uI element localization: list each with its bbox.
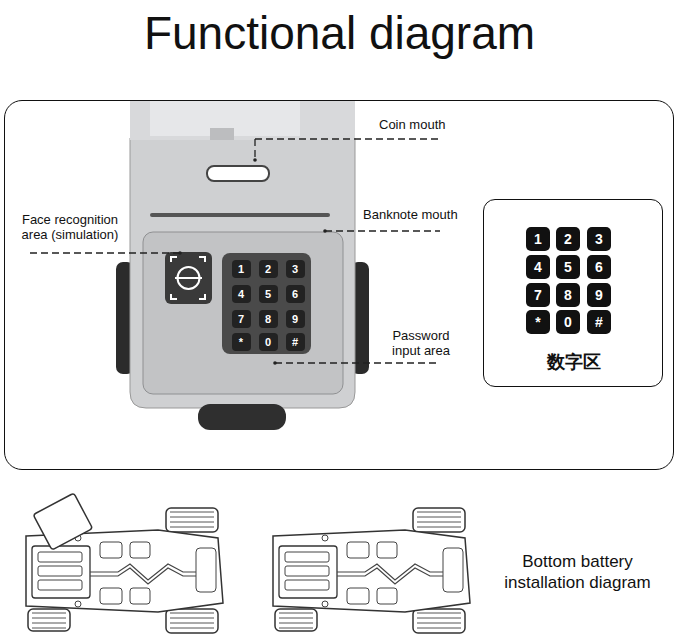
keypad-key: 0 [556, 310, 580, 334]
key-label: # [595, 314, 603, 330]
key-label: 0 [265, 336, 271, 348]
keypad-key: 6 [286, 285, 305, 303]
keypad-key: 9 [286, 310, 305, 328]
title: Functional diagram [0, 6, 679, 61]
keypad-key: 7 [526, 283, 550, 307]
keypad-key: 3 [286, 260, 305, 278]
key-label: 1 [534, 231, 542, 247]
key-label: 3 [595, 231, 603, 247]
keypad-key: 8 [556, 283, 580, 307]
key-label: 8 [265, 313, 271, 325]
key-label: # [292, 336, 298, 348]
keypad-key: 6 [587, 255, 611, 279]
keypad-key: 1 [526, 227, 550, 251]
key-label: 9 [595, 287, 603, 303]
keypad-key: 3 [587, 227, 611, 251]
key-label: 6 [595, 259, 603, 275]
frame-panel: Coin mouthBanknote mouth Face recognition… [4, 100, 674, 470]
key-label: * [239, 336, 243, 348]
keypad-key: 7 [232, 310, 251, 328]
key-label: 7 [534, 287, 542, 303]
keypad-key: 4 [526, 255, 550, 279]
keypad-key: * [232, 333, 251, 351]
key-label: 7 [238, 313, 244, 325]
key-label: 8 [564, 287, 572, 303]
key-label: 1 [238, 263, 244, 275]
keypad-key: 1 [232, 260, 251, 278]
key-label: 2 [564, 231, 572, 247]
keypad-key: 5 [556, 255, 580, 279]
key-label: 5 [564, 259, 572, 275]
keypad-key: # [286, 333, 305, 351]
callout-label: Coin mouth [379, 118, 469, 133]
key-label: 9 [292, 313, 298, 325]
keypad-key: 5 [259, 285, 278, 303]
key-label: 0 [564, 314, 572, 330]
key-label: 6 [292, 288, 298, 300]
keypad-key: 0 [259, 333, 278, 351]
key-label: 3 [292, 263, 298, 275]
keypad-key: 8 [259, 310, 278, 328]
callout-label: Password input area [385, 329, 457, 359]
keypad-key: 9 [587, 283, 611, 307]
key-label: * [535, 314, 540, 330]
keypad-key: # [587, 310, 611, 334]
callout-label: 数字区 [484, 352, 664, 373]
keypad-key: 2 [556, 227, 580, 251]
keypad-key: 4 [232, 285, 251, 303]
keypad-key: * [526, 310, 550, 334]
key-label: 4 [238, 288, 244, 300]
callout-label: Banknote mouth [363, 208, 473, 223]
key-label: 2 [265, 263, 271, 275]
number-zone-box: 数字区 1 2 3 4 5 6 7 8 9 * 0 # [483, 199, 663, 387]
key-label: 4 [534, 259, 542, 275]
caption-label: Bottom battery installation diagram [485, 551, 670, 594]
callout-label: Face recognition area (simulation) [9, 213, 131, 243]
key-label: 5 [265, 288, 271, 300]
keypad-key: 2 [259, 260, 278, 278]
